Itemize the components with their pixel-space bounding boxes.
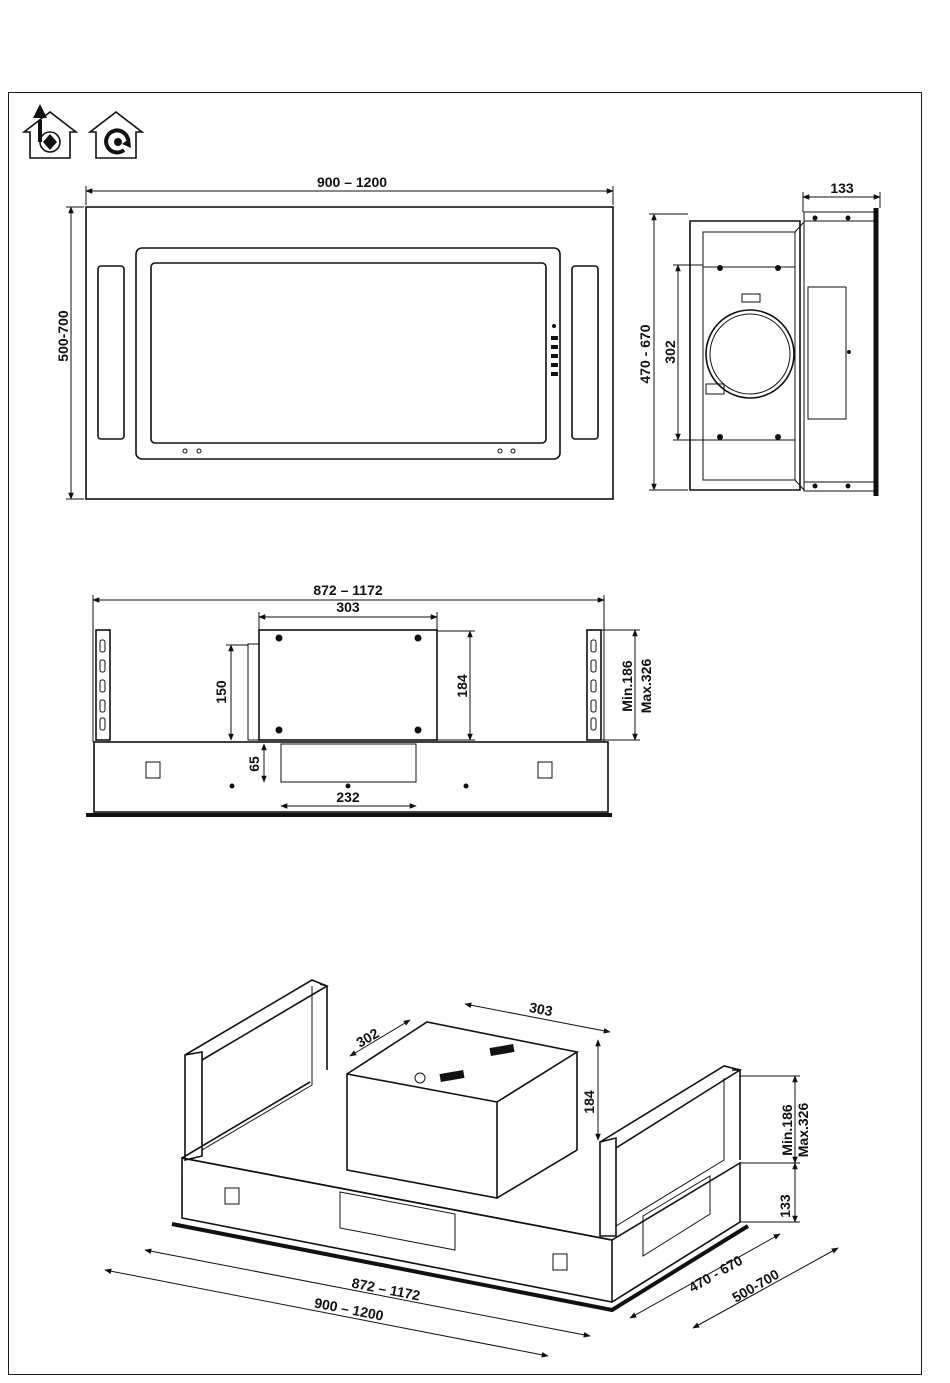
iso-bracket-max-label: Max.326 [795,1103,811,1158]
elev-bracket-max-label: Max.326 [638,659,654,714]
front-view [66,186,613,499]
elev-outlet-height-label: 65 [246,756,262,772]
side-height-label: 470 - 670 [637,324,653,383]
front-height-label: 500-700 [55,310,71,362]
ducted-extraction-icon [24,104,76,158]
iso-motor-height-label: 184 [581,1090,597,1114]
elev-outlet-width-label: 232 [336,789,360,805]
elev-width-label: 872 – 1172 [313,582,383,598]
isometric-view [105,980,838,1356]
elev-side-height-label: 150 [213,680,229,704]
iso-motor-width-label: 303 [528,999,554,1019]
iso-outer-width-label: 900 – 1200 [313,1295,385,1324]
side-view [649,192,880,496]
iso-outer-depth-label: 500-700 [729,1266,782,1306]
side-inner-label: 302 [662,340,678,364]
iso-inner-width-label: 872 – 1172 [350,1275,421,1304]
elev-motor-width-label: 303 [336,599,360,615]
side-depth-label: 133 [830,180,854,196]
elev-bracket-min-label: Min.186 [619,660,635,712]
recirculation-icon [90,112,142,158]
elevation-view [86,595,640,815]
iso-motor-depth-label: 302 [353,1025,381,1051]
elev-motor-height-label: 184 [454,674,470,698]
control-panel-buttons [551,324,558,376]
iso-body-height-label: 133 [777,1194,793,1218]
iso-bracket-min-label: Min.186 [779,1104,795,1156]
front-width-label: 900 – 1200 [317,174,387,190]
